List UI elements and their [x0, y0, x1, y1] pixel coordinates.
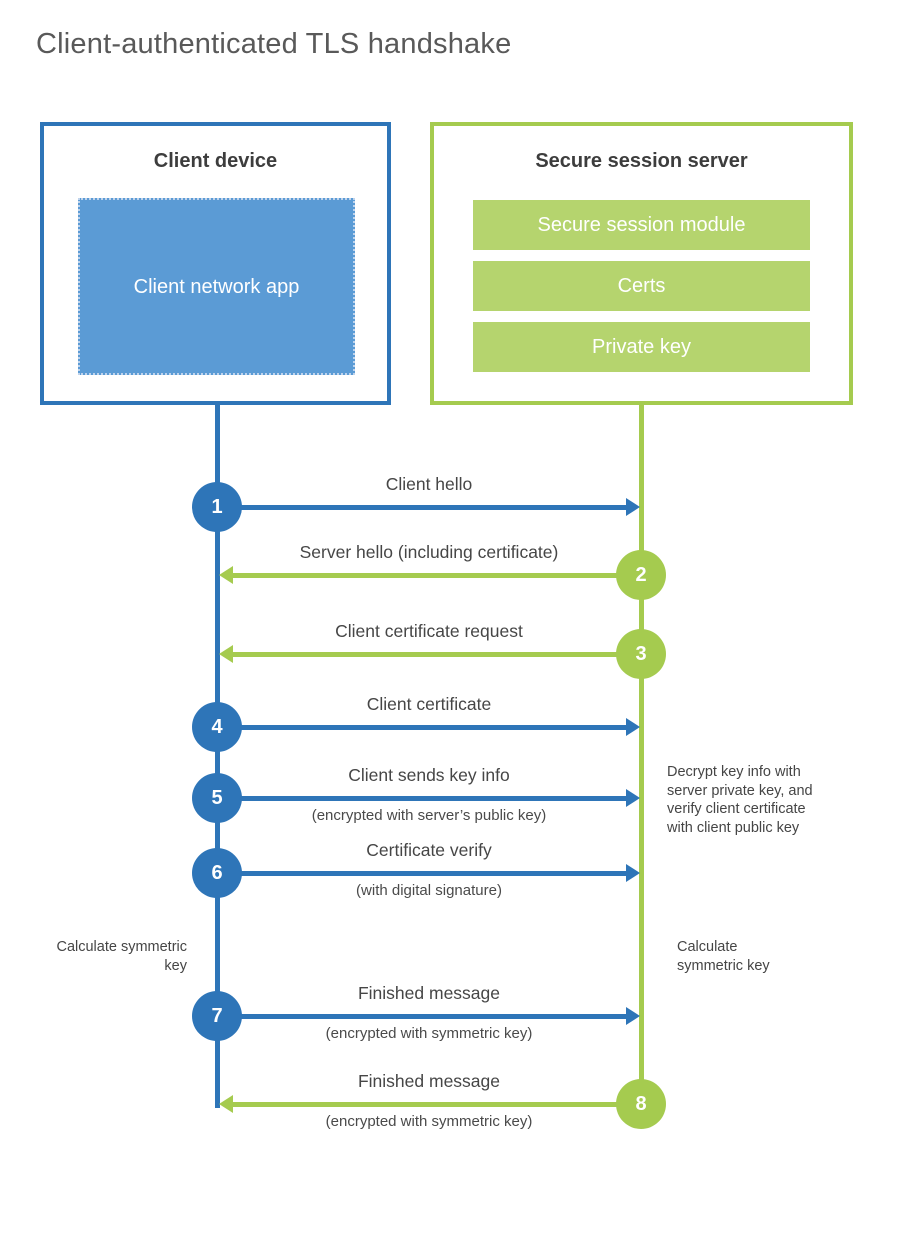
message-sublabel: (with digital signature): [356, 882, 502, 899]
message-label: Server hello (including certificate): [299, 542, 559, 562]
step-number-badge: 6: [192, 848, 242, 898]
client-lifeline: [215, 404, 220, 1108]
arrow-shaft: [240, 871, 628, 876]
step-number-badge: 3: [616, 629, 666, 679]
arrow-shaft: [240, 725, 628, 730]
message-label: Finished message: [357, 983, 501, 1003]
page-title: Client-authenticated TLS handshake: [36, 28, 512, 60]
arrow-left-icon: [219, 1095, 233, 1113]
arrow-right-icon: [626, 718, 640, 736]
arrow-left-icon: [219, 566, 233, 584]
server-lifeline: [639, 404, 644, 1106]
arrow-shaft: [240, 505, 628, 510]
calculate-symmetric-key-server: Calculate symmetric key: [677, 939, 770, 974]
client-device-title: Client device: [153, 150, 278, 172]
message-sublabel: (encrypted with symmetric key): [325, 1025, 533, 1042]
step-number-badge: 8: [616, 1079, 666, 1129]
arrow-shaft: [233, 652, 618, 657]
step-number-badge: 5: [192, 773, 242, 823]
decrypt-key-note: Decrypt key info with server private key…: [667, 764, 813, 836]
arrow-right-icon: [626, 1007, 640, 1025]
arrow-shaft: [240, 796, 628, 801]
arrow-right-icon: [626, 789, 640, 807]
message-label: Client sends key info: [348, 765, 510, 785]
arrow-right-icon: [626, 498, 640, 516]
message-label: Client certificate: [366, 694, 492, 714]
client-device-box: Client device Client network app: [40, 122, 391, 405]
client-network-app-label: Client network app: [133, 275, 300, 298]
message-sublabel: (encrypted with symmetric key): [325, 1113, 533, 1130]
server-module-private-key: Private key: [473, 322, 810, 372]
arrow-left-icon: [219, 645, 233, 663]
message-sublabel: (encrypted with server’s public key): [311, 807, 547, 824]
step-number-badge: 4: [192, 702, 242, 752]
message-label: Client hello: [385, 474, 473, 494]
step-number-badge: 7: [192, 991, 242, 1041]
secure-session-server-title: Secure session server: [535, 150, 748, 172]
calculate-symmetric-key-client: Calculate symmetric key: [56, 939, 187, 974]
message-label: Finished message: [357, 1071, 501, 1091]
server-module-certs: Certs: [473, 261, 810, 311]
server-module-secure-session: Secure session module: [473, 200, 810, 250]
message-label: Client certificate request: [335, 621, 523, 641]
message-label: Certificate verify: [366, 840, 492, 860]
step-number-badge: 1: [192, 482, 242, 532]
step-number-badge: 2: [616, 550, 666, 600]
arrow-shaft: [233, 1102, 618, 1107]
arrow-right-icon: [626, 864, 640, 882]
arrow-shaft: [233, 573, 618, 578]
arrow-shaft: [240, 1014, 628, 1019]
secure-session-server-box: Secure session server Secure session mod…: [430, 122, 853, 405]
client-network-app-block: Client network app: [78, 198, 355, 375]
